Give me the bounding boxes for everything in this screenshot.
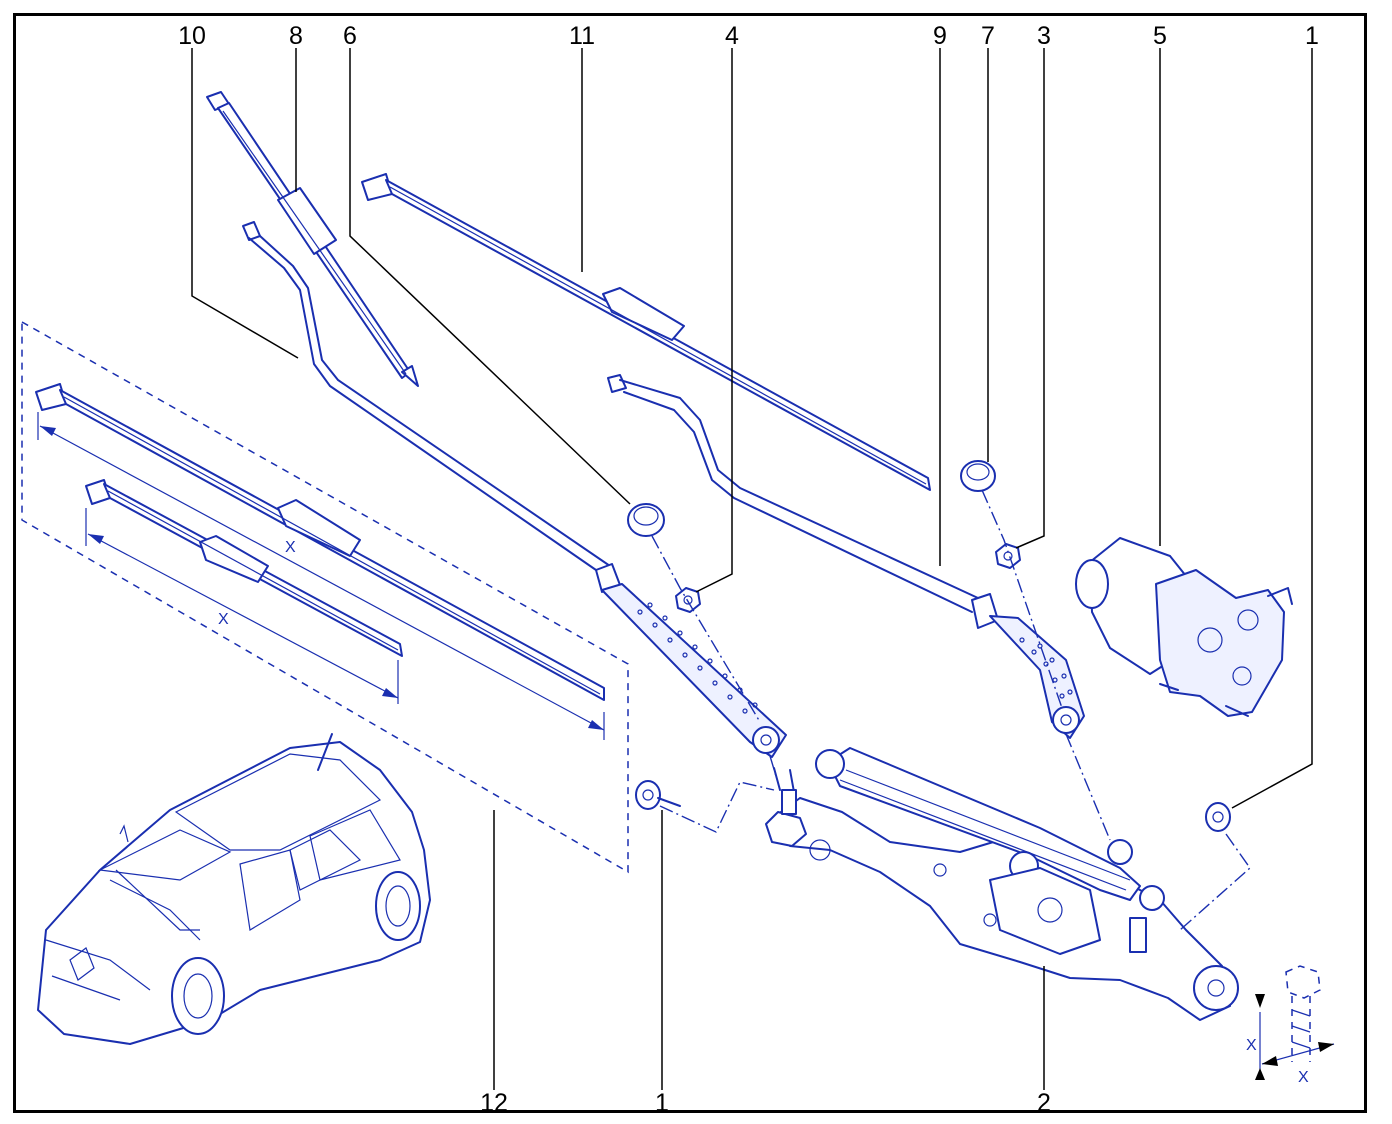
car-illustration <box>37 733 431 1045</box>
label-12: 12 <box>480 1089 508 1117</box>
reference-numbers: 10 8 6 11 4 9 7 3 5 1 12 1 2 <box>178 22 1319 1117</box>
nut-cap-7 <box>960 460 996 492</box>
label-1-bottom: 1 <box>655 1089 669 1117</box>
dimension-x-bolt-height: X <box>1246 1037 1257 1054</box>
nut-4 <box>675 587 701 613</box>
dimension-short <box>85 508 399 704</box>
wiper-blade-8 <box>206 91 419 387</box>
assembly-axes <box>651 489 1251 931</box>
label-6: 6 <box>343 22 357 50</box>
bolt-dimension-detail: X X <box>1246 965 1335 1086</box>
wiper-arm-9 <box>607 374 1085 739</box>
wiper-arm-10 <box>242 221 787 758</box>
label-7: 7 <box>981 22 995 50</box>
dimension-x-bolt-length: X <box>1298 1069 1309 1086</box>
dimension-x-short: X <box>218 611 229 628</box>
label-3: 3 <box>1037 22 1051 50</box>
label-5: 5 <box>1153 22 1167 50</box>
label-1-top: 1 <box>1305 22 1319 50</box>
leader-lines <box>191 48 1313 1090</box>
leader-4 <box>695 48 733 593</box>
leader-1-top <box>1231 48 1313 809</box>
screw-1-left <box>635 780 681 810</box>
label-2: 2 <box>1037 1089 1051 1117</box>
label-10: 10 <box>178 22 206 50</box>
leader-3 <box>1015 48 1045 549</box>
wiper-motor-5 <box>1075 537 1293 717</box>
label-9: 9 <box>933 22 947 50</box>
dimension-long <box>37 412 605 740</box>
arm-9-texture <box>1019 637 1073 699</box>
arm-10-texture <box>637 602 758 714</box>
leader-10 <box>191 48 299 359</box>
label-8: 8 <box>289 22 303 50</box>
leader-6 <box>349 48 631 505</box>
nut-3 <box>995 543 1021 569</box>
label-4: 4 <box>725 22 739 50</box>
screw-1-right <box>1205 802 1231 832</box>
wiper-blade-11 <box>361 173 931 491</box>
dimension-x-long: X <box>285 539 296 556</box>
wiper-linkage-2 <box>765 747 1239 1021</box>
label-11: 11 <box>569 22 595 50</box>
nut-cap-6 <box>627 503 665 537</box>
blade-set-12: X X <box>21 320 629 874</box>
